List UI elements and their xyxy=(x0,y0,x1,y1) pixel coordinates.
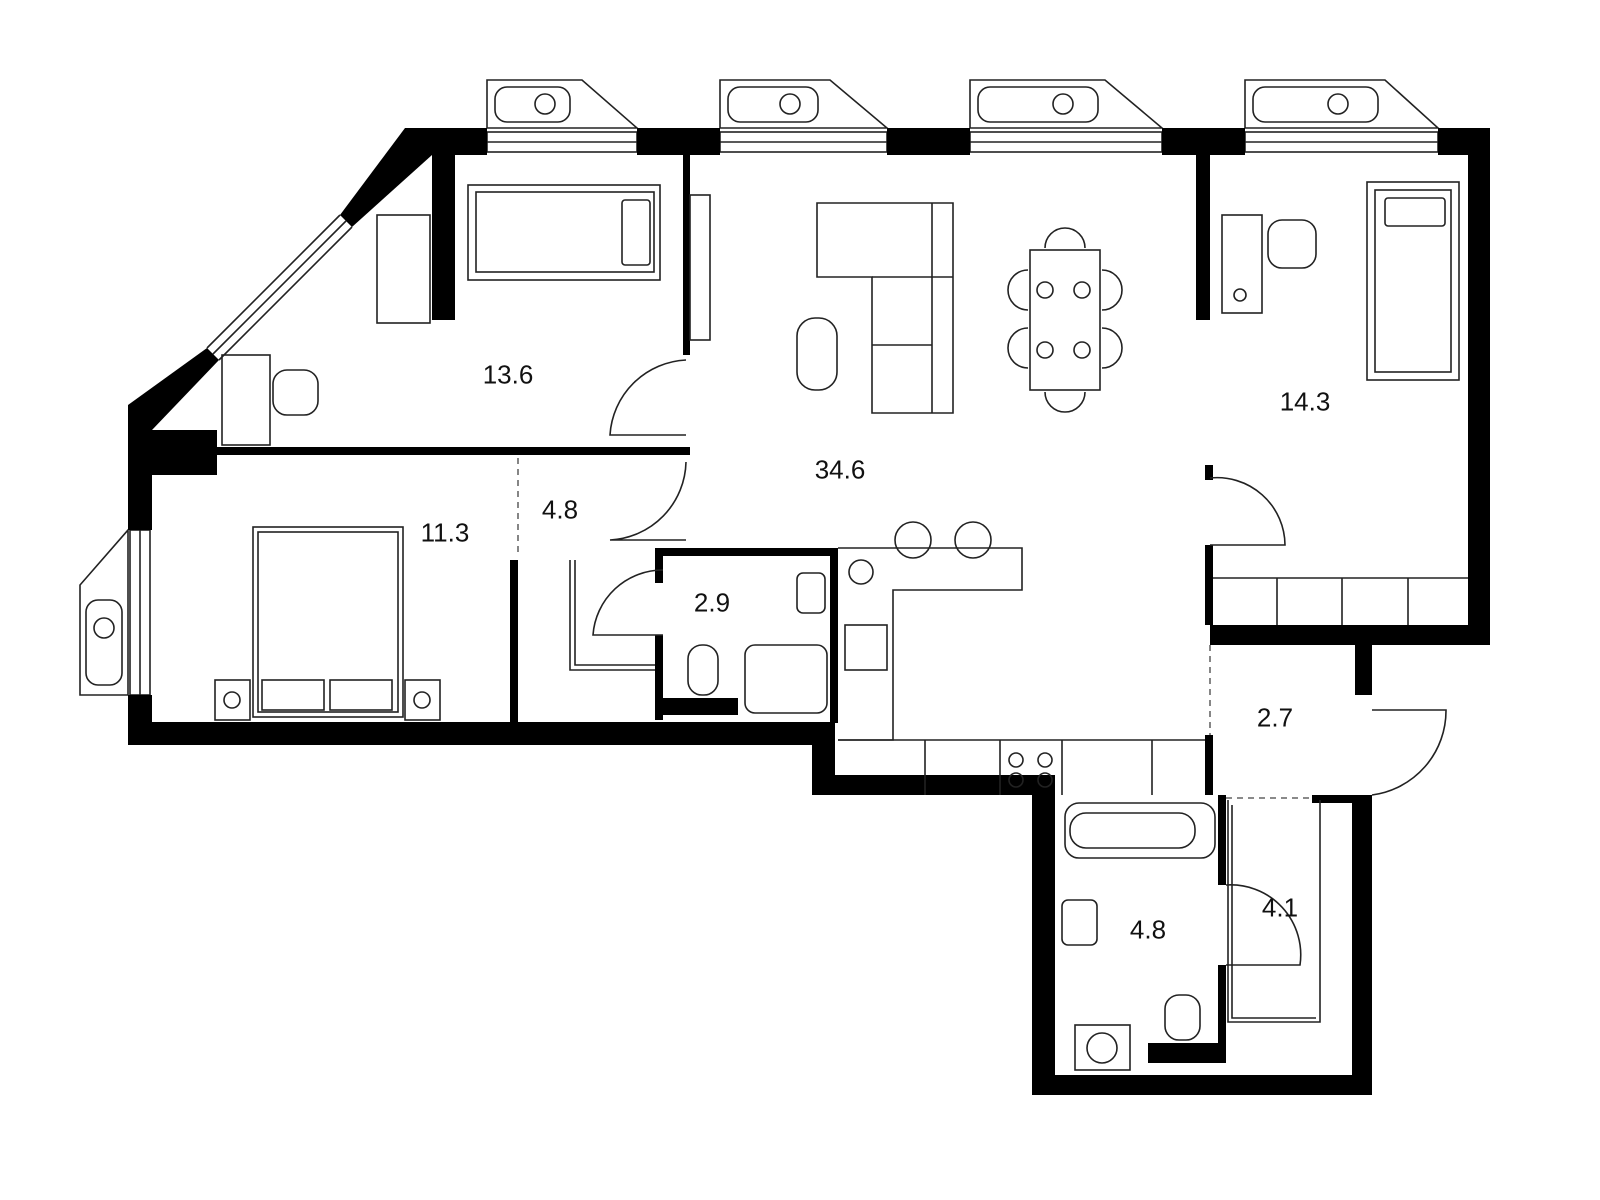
windows xyxy=(129,131,1439,696)
room-area-label: 14.3 xyxy=(1279,386,1331,417)
room-area-label: 34.6 xyxy=(814,454,866,485)
walls xyxy=(128,128,1490,1095)
room-area-label: 2.9 xyxy=(693,587,731,618)
ac-balconies xyxy=(79,79,1441,696)
room-area-label: 11.3 xyxy=(420,517,470,548)
zone-dividers xyxy=(517,458,1312,799)
room-area-label: 4.1 xyxy=(1261,892,1299,923)
room-area-label: 13.6 xyxy=(482,359,534,390)
room-area-label: 4.8 xyxy=(1129,914,1167,945)
room-area-label: 2.7 xyxy=(1256,702,1294,733)
room-area-label: 4.8 xyxy=(541,494,579,525)
furniture xyxy=(214,181,1468,1071)
doors xyxy=(569,359,1447,1023)
